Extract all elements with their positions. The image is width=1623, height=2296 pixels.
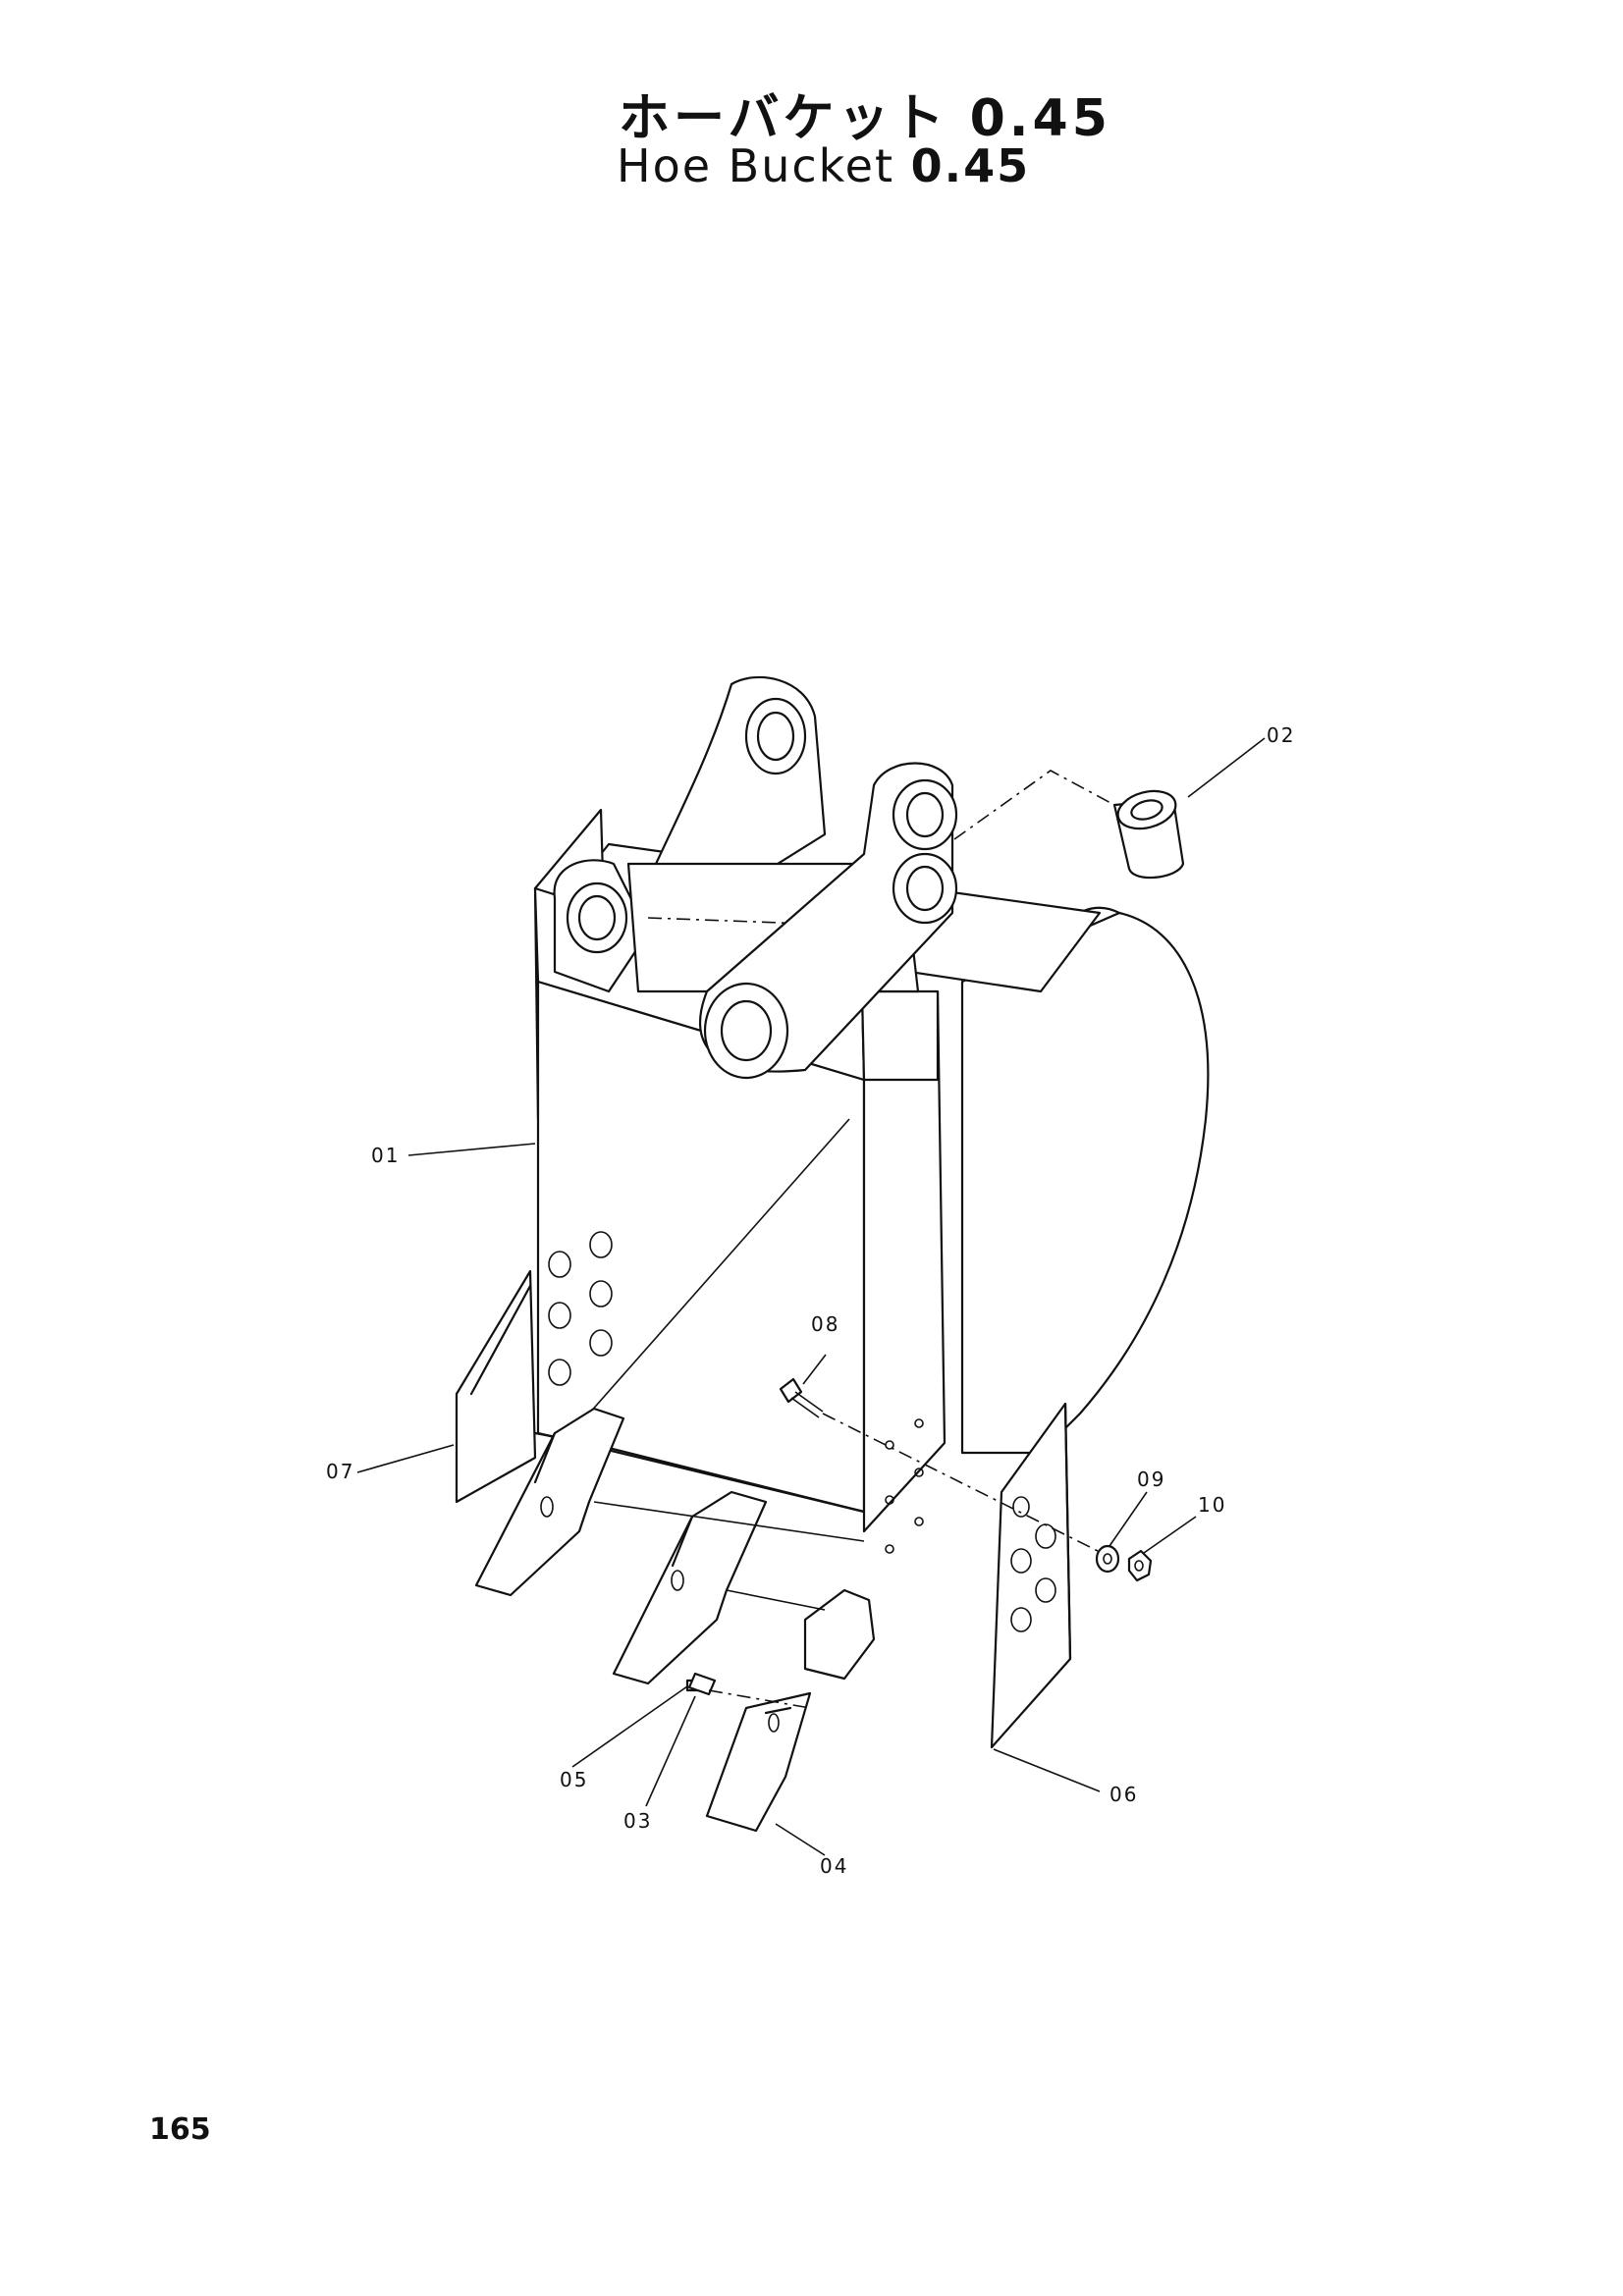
bucket-teeth — [474, 1407, 876, 1685]
washer-part-09 — [1095, 1544, 1120, 1574]
right-side-holes — [885, 1418, 924, 1554]
bushing-part-02 — [1112, 789, 1185, 880]
callout-09: 09 — [1137, 1468, 1165, 1491]
title-english-size: 0.45 — [910, 139, 1031, 192]
callout-05: 05 — [560, 1768, 588, 1791]
title-english: Hoe Bucket 0.45 — [617, 139, 1030, 192]
title-japanese: ホーバケット 0.45 — [619, 89, 1111, 148]
bolt-part-08 — [779, 1377, 824, 1418]
title-english-name: Hoe Bucket — [617, 139, 894, 192]
tooth-part-04 — [705, 1691, 812, 1833]
nut-part-10 — [1127, 1549, 1153, 1582]
callout-10: 10 — [1198, 1493, 1226, 1517]
assembly-line-bolt — [822, 1413, 1109, 1557]
mounting-brackets — [553, 675, 1115, 1080]
callout-08: 08 — [811, 1312, 839, 1336]
callout-02: 02 — [1267, 723, 1295, 747]
callout-03: 03 — [623, 1809, 652, 1833]
callout-04: 04 — [820, 1854, 848, 1878]
leader-lines — [356, 737, 1266, 1856]
side-cutter-left-part-07 — [455, 1269, 537, 1504]
callout-07: 07 — [326, 1460, 354, 1483]
callout-06: 06 — [1109, 1783, 1138, 1806]
side-plate-bolt-holes — [548, 1231, 613, 1386]
page-number: 165 — [149, 2112, 211, 2147]
side-cutter-right-part-06 — [990, 1402, 1072, 1749]
lock-part-05 — [687, 1672, 717, 1696]
assembly-line-tooth — [708, 1689, 811, 1709]
callout-01: 01 — [371, 1144, 400, 1167]
